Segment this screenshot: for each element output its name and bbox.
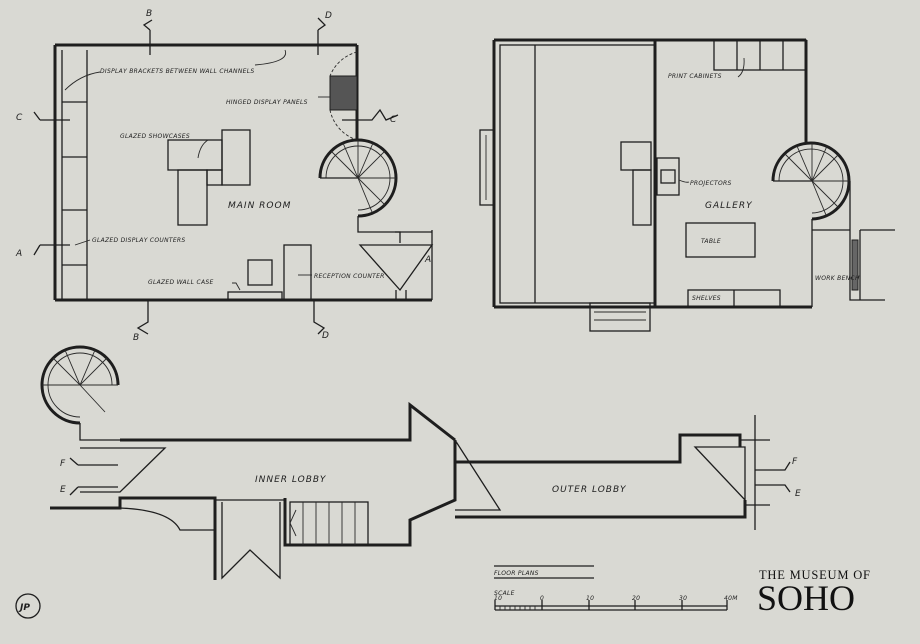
hinged-display-panels [329, 75, 358, 111]
spiral-staircase [771, 141, 851, 221]
label-projectors: PROJECTORS [690, 180, 732, 187]
section-marker-a-left: A [15, 249, 22, 259]
room-title-main: MAIN ROOM [228, 201, 291, 211]
scale-tick-label: 0 [540, 595, 544, 602]
room-title-outer-lobby: OUTER LOBBY [552, 485, 627, 495]
room-title-inner-lobby: INNER LOBBY [255, 475, 327, 485]
museum-name-line2: SOHO [757, 578, 855, 618]
projectors [656, 157, 680, 196]
label-work-bench: WORK BENCH [815, 275, 860, 282]
reception-counter [283, 244, 312, 301]
section-marker-d-bottom: D [322, 331, 329, 341]
label-print-cabinets: PRINT CABINETS [668, 73, 722, 80]
label-reception-counter: RECEPTION COUNTER [314, 273, 385, 280]
room-title-gallery: GALLERY [705, 201, 753, 211]
section-marker-d-top: D [325, 11, 332, 21]
scale-label: SCALE [494, 590, 515, 597]
spiral-staircase [40, 345, 120, 441]
label-glazed-wall-case: GLAZED WALL CASE [148, 279, 214, 286]
gallery-table [685, 222, 756, 258]
monogram-logo [15, 593, 41, 619]
scale-tick-label: 20 [632, 595, 640, 602]
scale-tick-label: 10 [586, 595, 594, 602]
label-shelves: SHELVES [692, 295, 721, 302]
section-marker-c-right: C [390, 115, 397, 125]
museum-name-line1: THE MUSEUM OF [759, 568, 871, 582]
section-marker-c-left: C [16, 113, 23, 123]
section-marker-a-right: A [424, 255, 431, 265]
section-marker-e-left: E [60, 485, 66, 495]
label-glazed-showcases: GLAZED SHOWCASES [120, 133, 190, 140]
lobby-plan: INNER LOBBY OUTER LOBBY F E F E [40, 345, 801, 580]
section-marker-f-right: F [792, 457, 798, 467]
title-block: FLOOR PLANS SCALE 10 0 10 20 30 40M THE … [15, 565, 871, 619]
glazed-showcase [167, 139, 223, 171]
section-marker-b-top: B [146, 9, 152, 19]
scale-tick-label: 10 [494, 595, 502, 602]
label-glazed-counters: GLAZED DISPLAY COUNTERS [92, 237, 186, 244]
scale-tick-label: 30 [679, 595, 687, 602]
label-hinged-panels: HINGED DISPLAY PANELS [226, 99, 308, 106]
glazed-wall-case [227, 291, 283, 301]
drawing-title: FLOOR PLANS [494, 570, 539, 577]
scale-bar [494, 600, 728, 611]
gallery-plan: PRINT CABINETS PROJECTORS GALLERY TABLE … [479, 38, 895, 332]
spiral-staircase [318, 138, 401, 243]
glazed-showcase [177, 169, 208, 226]
scale-tick-label: 40M [724, 595, 738, 602]
section-marker-e-right: E [795, 489, 801, 499]
section-marker-f-left: F [60, 459, 66, 469]
label-table: TABLE [701, 238, 721, 245]
glazed-showcase [221, 129, 251, 186]
section-marker-b-bottom: B [133, 333, 139, 343]
main-room-plan: DISPLAY BRACKETS BETWEEN WALL CHANNELS H… [15, 9, 434, 343]
monogram-text: JP [18, 603, 30, 613]
label-display-brackets: DISPLAY BRACKETS BETWEEN WALL CHANNELS [100, 68, 254, 75]
